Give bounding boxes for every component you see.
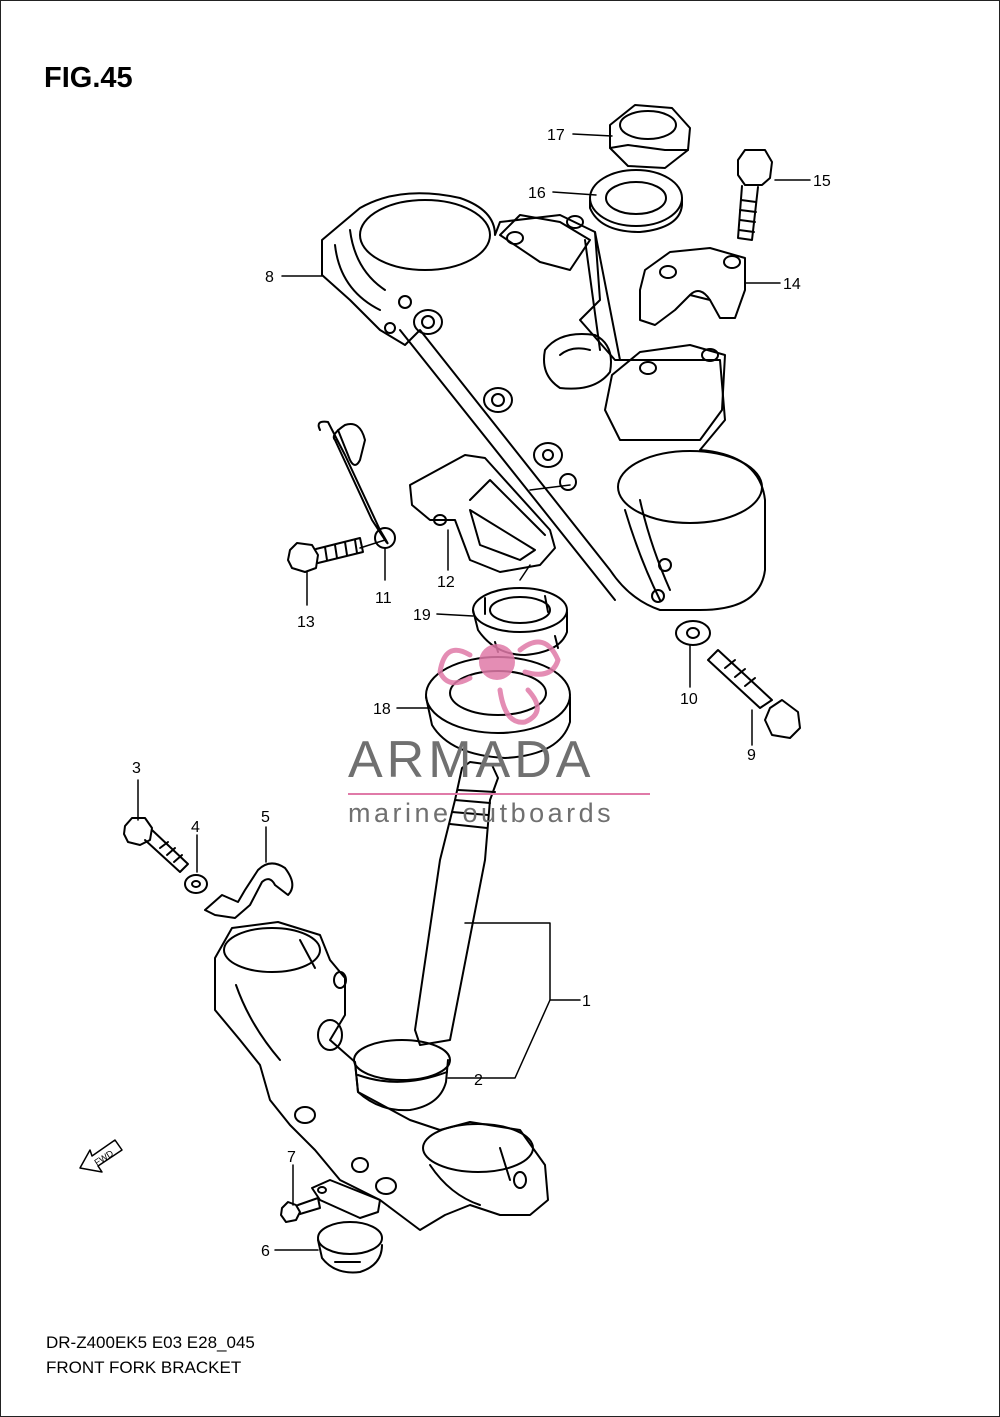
- steering-stem-nut: [609, 104, 691, 169]
- callout-9: 9: [747, 747, 756, 764]
- cable-guide: [409, 454, 556, 573]
- figure-label: FIG.45: [44, 62, 133, 94]
- callout-6: 6: [261, 1243, 270, 1260]
- callout-18: 18: [373, 701, 391, 718]
- upper-bracket: [321, 192, 766, 611]
- cable-guide-bolt: [287, 537, 364, 573]
- callout-4: 4: [191, 819, 200, 836]
- pinch-bolt-lower-washer: [184, 874, 208, 894]
- callout-17: 17: [547, 127, 565, 144]
- steering-lock-nut: [472, 587, 568, 656]
- callout-15: 15: [813, 173, 831, 190]
- handlebar-bolt-upper: [737, 149, 773, 241]
- model-code: DR-Z400EK5 E03 E28_045: [46, 1333, 255, 1352]
- pinch-bolt-washer: [675, 620, 711, 646]
- callout-numbers: 1 2 3 4 5 6 7 8 9 10 11 12 13 14 15 16 1…: [132, 127, 831, 1260]
- callout-5: 5: [261, 809, 270, 826]
- lower-bracket: [214, 921, 549, 1231]
- callout-3: 3: [132, 760, 141, 777]
- watermark-divider: [348, 793, 650, 795]
- pinch-bolt-upper: [707, 649, 801, 739]
- callout-8: 8: [265, 269, 274, 286]
- watermark-tagline: marine outboards: [348, 798, 615, 828]
- callout-16: 16: [528, 185, 546, 202]
- callout-12: 12: [437, 574, 455, 591]
- callout-7: 7: [287, 1149, 296, 1166]
- spring-clip: [317, 420, 396, 549]
- callout-13: 13: [297, 614, 315, 631]
- callout-11: 11: [375, 590, 392, 607]
- callout-14: 14: [783, 276, 801, 293]
- leader-lines: [137, 133, 811, 1251]
- callout-2: 2: [474, 1072, 483, 1089]
- diagram-title: FRONT FORK BRACKET: [46, 1358, 242, 1377]
- watermark-brand: ARMADA: [348, 731, 595, 789]
- clamp-plate: [311, 1179, 381, 1219]
- clamp-bolt: [280, 1197, 321, 1223]
- watermark-logo-icon: [437, 639, 561, 725]
- callout-19: 19: [413, 607, 431, 624]
- callout-1: 1: [582, 993, 591, 1010]
- forward-arrow-icon: [79, 1139, 123, 1173]
- wire-clip: [204, 862, 294, 919]
- callout-10: 10: [680, 691, 698, 708]
- handlebar-holder: [639, 247, 746, 326]
- steering-stem-washer: [589, 169, 683, 233]
- hose-clamp: [317, 1221, 383, 1274]
- pinch-bolt-lower: [123, 817, 189, 873]
